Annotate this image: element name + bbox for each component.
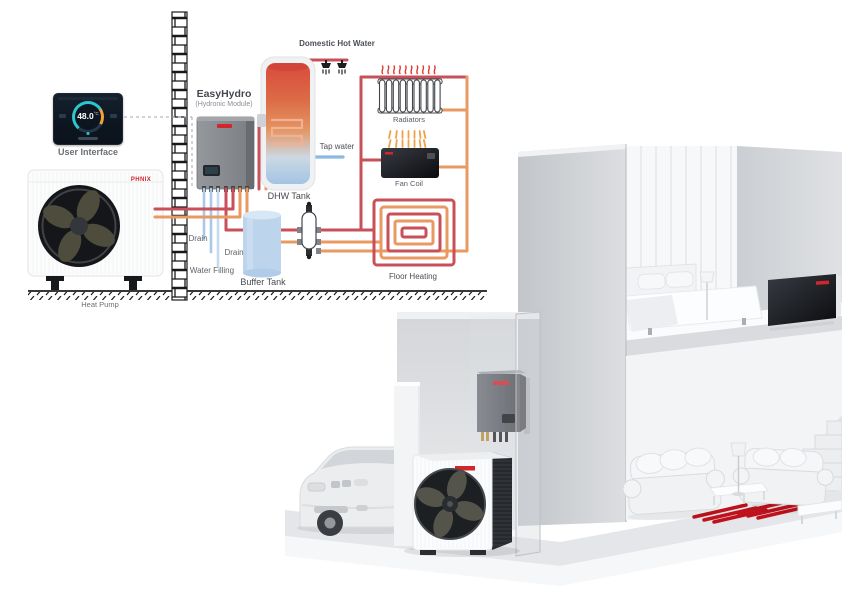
floor-heating-label: Floor Heating	[388, 272, 438, 281]
brand-logo-mini	[815, 280, 830, 285]
easyhydro-subtitle: (Hydronic Module)	[195, 101, 253, 108]
brand-logo-mini	[217, 124, 232, 128]
wall-panels	[640, 146, 732, 336]
bench-table	[797, 499, 842, 524]
heat-pump-2d	[27, 169, 164, 290]
floor-lamp	[730, 442, 747, 496]
sofa-large	[622, 447, 725, 520]
floor-heating-coil	[372, 198, 456, 267]
dhw-tank-label: DHW Tank	[267, 191, 311, 201]
brand-logo-mini	[493, 381, 509, 385]
easyhydro-title: EasyHydro	[196, 88, 252, 100]
hydronic-module-2d	[196, 116, 255, 192]
buffer-tank-label: Buffer Tank	[240, 277, 286, 287]
display-right-widget	[110, 114, 117, 118]
schematic	[27, 11, 487, 301]
module-display	[502, 414, 515, 423]
temperature-gauge	[72, 101, 104, 133]
user-interface-label: User Interface	[57, 147, 119, 157]
temperature-readout: 48.0°C	[77, 111, 99, 121]
headlight	[307, 482, 326, 492]
fan-coil-2d	[381, 130, 439, 178]
radiators-2d	[377, 65, 443, 114]
hydraulic-separator	[297, 201, 321, 260]
shower-icon	[337, 60, 347, 75]
tap-water-label: Tap water	[319, 142, 355, 151]
drain-label-1: Drain	[188, 234, 208, 243]
fan-coil-label: Fan Coil	[395, 179, 423, 188]
brick-wall	[171, 11, 188, 301]
shower-icons	[321, 60, 347, 75]
heat-pump-3d	[404, 452, 520, 557]
dhw-tank	[257, 56, 316, 191]
water-filling-label: Water Filling	[189, 266, 235, 275]
ground-line	[28, 290, 487, 300]
dashed-link	[124, 116, 193, 186]
heat-pump-label: Heat Pump	[81, 300, 119, 309]
tank-coil	[270, 118, 304, 146]
hydronic-module-3d	[477, 370, 530, 442]
brand-logo-mini	[455, 466, 475, 471]
heat-arrows	[388, 139, 427, 148]
controller-display[interactable]: 48.0°C	[53, 93, 123, 145]
display-indicator-dot	[86, 132, 90, 135]
radiators-label: Radiators	[392, 115, 426, 124]
house-cutaway-3d	[285, 144, 842, 586]
bedroom	[612, 146, 842, 362]
buffer-tank	[243, 210, 281, 278]
domestic-hot-water-label: Domestic Hot Water	[299, 39, 375, 48]
brand-logo-mini	[385, 152, 393, 155]
display-statusbar	[58, 97, 118, 100]
shower-icon	[321, 60, 331, 75]
heat-pump-brand-logo: PHNIX	[130, 177, 152, 183]
display-left-widget	[59, 114, 66, 118]
heat-waves	[381, 65, 436, 75]
bedside-lamp	[699, 271, 715, 320]
wall-fan-coil-3d	[768, 274, 841, 331]
display-home-bar	[78, 137, 98, 140]
drain-label-2: Drain	[224, 248, 244, 257]
